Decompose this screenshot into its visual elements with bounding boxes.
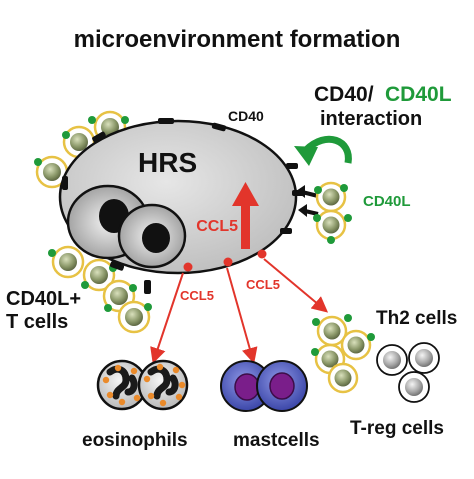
mast-cell <box>220 360 272 412</box>
mast-cells <box>220 360 308 412</box>
cd40-receptors <box>62 118 304 294</box>
th2-cell <box>327 362 359 394</box>
ccl5-upregulation-arrow <box>232 182 259 249</box>
cd40l-t-cells-left <box>34 110 152 334</box>
cd40l-green-label: CD40L <box>385 83 452 106</box>
treg-cells <box>376 342 440 403</box>
recruitment-arrows <box>150 258 329 364</box>
cd40-label: CD40 <box>228 108 264 124</box>
mast-cell <box>256 360 308 412</box>
treg-cell <box>376 344 408 376</box>
ccl5-right-label: CCL5 <box>246 277 280 292</box>
t-cell <box>51 245 85 279</box>
diagram-title: microenvironment formation <box>74 26 401 53</box>
cd40-slash-label: CD40/ <box>314 83 374 106</box>
th2-cells <box>311 314 375 394</box>
hrs-cell: HRS CD40 CCL5 <box>58 108 304 294</box>
t-cell <box>35 155 69 189</box>
eosinophils-label: eosinophils <box>82 430 188 451</box>
th2-cell <box>340 329 372 361</box>
interaction-label: interaction <box>320 108 422 130</box>
th2-cell <box>316 315 348 347</box>
t-cells-label-line2: T cells <box>6 311 68 333</box>
ccl5-main-label: CCL5 <box>196 218 238 235</box>
hrs-label: HRS <box>138 147 197 178</box>
t-cells-label-line1: CD40L+ <box>6 288 81 310</box>
treg-label: T-reg cells <box>350 418 444 439</box>
th2-label: Th2 cells <box>376 308 457 329</box>
cd40l-signal-arrows <box>296 185 319 217</box>
t-cell <box>315 209 347 241</box>
hrs-nucleus-right <box>117 203 187 269</box>
ccl5-secretion-dots <box>183 249 267 272</box>
t-cell <box>82 258 116 292</box>
cd40l-dots-right <box>313 184 352 244</box>
th2-dots <box>311 314 375 356</box>
interaction-curved-arrow <box>294 135 352 166</box>
t-cell <box>117 300 151 334</box>
treg-cell <box>398 371 430 403</box>
ccl5-left-label: CCL5 <box>180 288 214 303</box>
cd40l-t-cells-right <box>313 181 352 244</box>
mastcells-label: mastcells <box>233 430 320 451</box>
treg-cell <box>408 342 440 374</box>
cd40l-side-label: CD40L <box>363 193 411 210</box>
eosinophils <box>96 359 189 411</box>
eosinophil-granules <box>102 363 186 407</box>
